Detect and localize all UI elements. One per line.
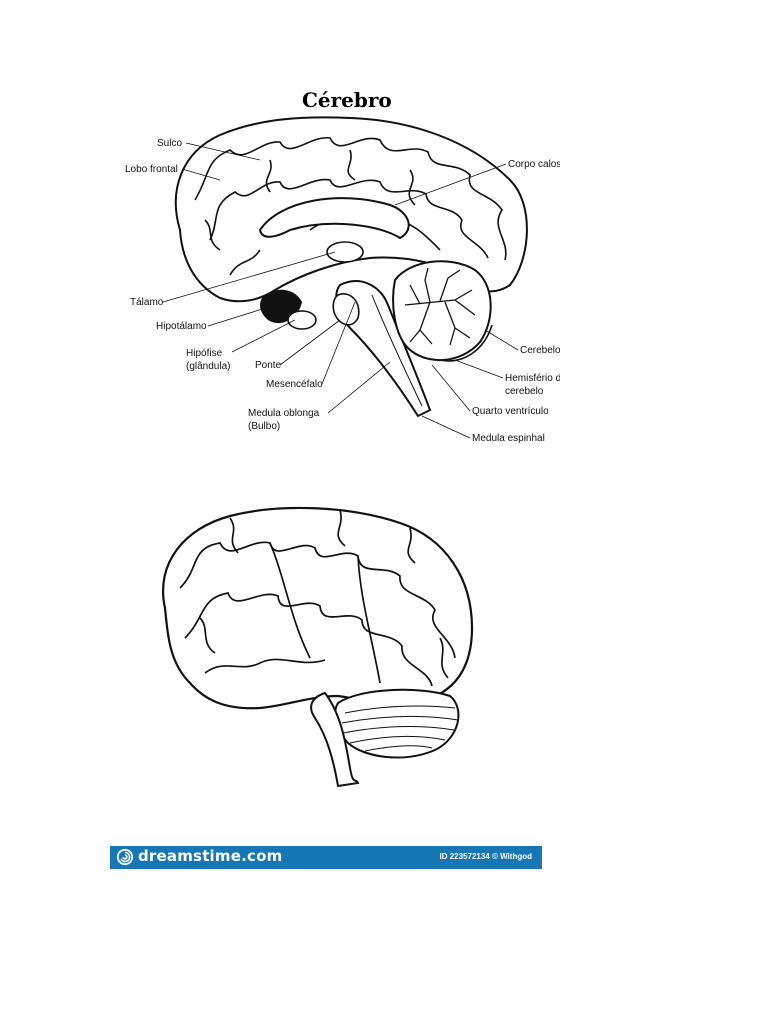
lateral-gyri bbox=[179, 509, 456, 687]
image-credit: ID 223572134 © Withgod bbox=[439, 852, 532, 861]
label-cerebelo-2: cerebelo bbox=[505, 386, 544, 397]
label-ponte: Ponte bbox=[255, 360, 282, 371]
diagram-title: Cérebro bbox=[302, 88, 392, 112]
label-hemisferio: Hemisfério do bbox=[505, 373, 560, 384]
label-corpo-caloso: Corpo caloso bbox=[508, 159, 560, 170]
brand-name: dreamstime.com bbox=[138, 847, 283, 865]
lateral-brain-illustration bbox=[162, 506, 474, 788]
brainstem-line bbox=[371, 294, 423, 407]
label-mesencefalo: Mesencéfalo bbox=[266, 379, 323, 390]
label-bulbo: (Bulbo) bbox=[248, 421, 280, 432]
cerebellum bbox=[392, 260, 492, 361]
lateral-cerebellum bbox=[334, 688, 460, 759]
spiral-logo-icon bbox=[116, 848, 134, 866]
watermark-bar: dreamstime.com ID 223572134 © Withgod bbox=[110, 846, 542, 869]
label-lobo-frontal: Lobo frontal bbox=[125, 164, 178, 175]
cerebellum-folia bbox=[341, 705, 459, 752]
label-medula-espinhal: Medula espinhal bbox=[472, 433, 545, 444]
arbor-vitae bbox=[404, 267, 476, 346]
label-hipofise: Hipófise bbox=[186, 348, 223, 359]
pituitary bbox=[287, 310, 317, 330]
label-hipotalamo: Hipotálamo bbox=[156, 321, 207, 332]
label-glandula: (glândula) bbox=[186, 361, 230, 372]
pons bbox=[332, 293, 360, 326]
label-sulco: Sulco bbox=[157, 138, 182, 149]
sagittal-brain-diagram: Cérebro Sulco Lobo frontal Corpo caloso … bbox=[125, 88, 560, 444]
thalamus bbox=[326, 241, 364, 263]
cerebellar-hemisphere bbox=[439, 324, 493, 362]
label-quarto-ventriculo: Quarto ventrículo bbox=[472, 406, 549, 417]
leader-lines bbox=[162, 142, 519, 439]
label-cerebelo: Cerebelo bbox=[520, 345, 560, 356]
lateral-cerebrum bbox=[162, 506, 474, 710]
corpus-callosum bbox=[258, 197, 410, 240]
label-medula-oblonga: Medula oblonga bbox=[248, 408, 320, 419]
lateral-brainstem bbox=[310, 691, 360, 788]
label-talamo: Tálamo bbox=[130, 297, 164, 308]
